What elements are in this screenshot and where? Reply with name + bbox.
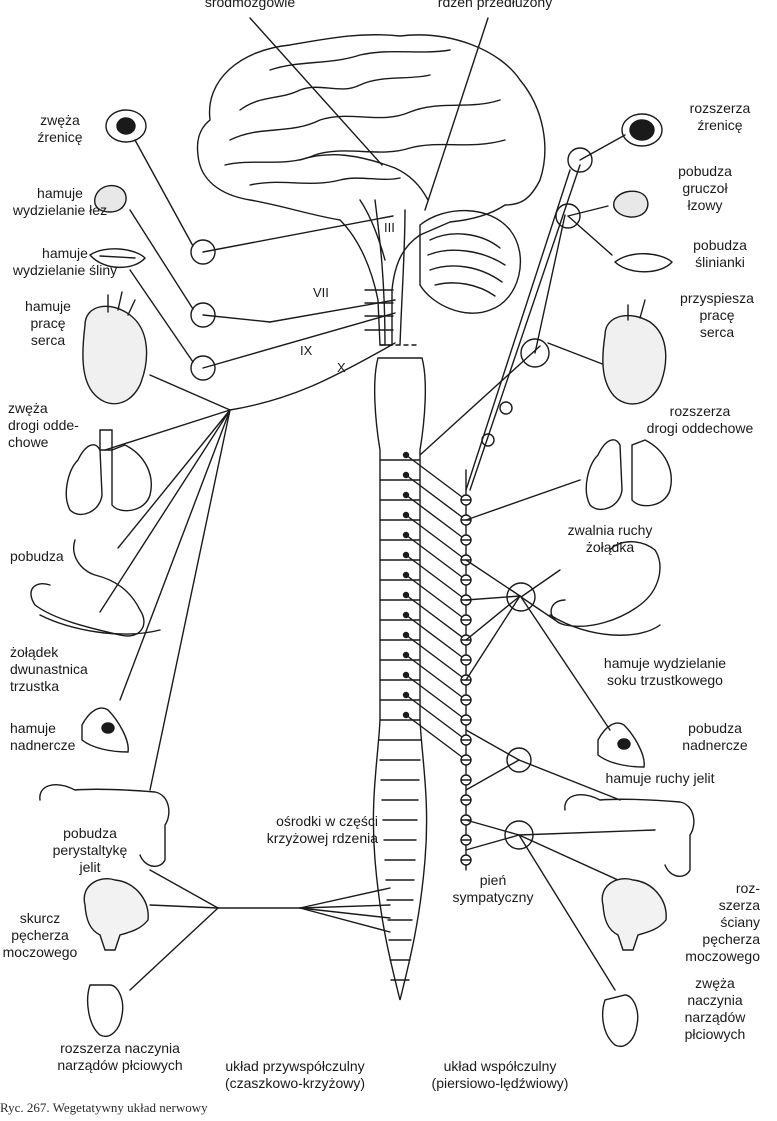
preganglionic-fiber: [405, 574, 467, 621]
genitals-right-organ: [602, 994, 639, 1047]
salivary-gland-left-organ: [88, 248, 146, 268]
preganglionic-fiber: [405, 674, 467, 721]
figure-caption: Ryc. 267. Wegetatywny układ nerwowy: [0, 1100, 208, 1115]
label-rdzen-przedluzony: rdzeń przedłużony: [437, 0, 553, 10]
bladder-left-organ: [83, 878, 149, 951]
stomach-right-organ: [549, 541, 661, 636]
lungs-right-organ: [585, 439, 672, 510]
label-srodmozgowie: śródmózgowie: [204, 0, 296, 10]
eye-left-organ: [105, 109, 147, 143]
spinal-cord: [372, 344, 428, 1001]
label-zwalnia-zoladek: zwalnia ruchy żołądka: [567, 522, 653, 555]
label-pobudza-zoladek: pobudza: [10, 548, 64, 564]
label-pobudza-nadnercze: pobudza nadnercze: [682, 720, 748, 753]
preganglionic-fiber: [405, 474, 467, 521]
preganglionic-fiber: [405, 594, 467, 641]
preganglionic-fiber: [405, 694, 467, 741]
salivary-gland-right-organ: [613, 253, 673, 273]
lacrimal-gland-right-organ: [613, 190, 649, 218]
preganglionic-fiber: [405, 614, 467, 661]
label-hamuje-nadnercze: hamuje nadnercze: [10, 720, 76, 753]
label-pobudza-slinianki: pobudza ślinianki: [693, 237, 747, 270]
label-uklad-wspolczulny: układ współczulny (piersiowo-lędźwiowy): [431, 1058, 569, 1091]
nerve-X-label: X: [337, 360, 346, 375]
intestines-left-organ: [39, 784, 170, 867]
label-rozszerza-zrenice: rozszerza źrenicę: [689, 100, 751, 133]
nerve-IX-label: IX: [300, 343, 313, 358]
label-zweza-drogi: zwęża drogi odde- chowe: [8, 400, 79, 450]
label-uklad-przywspolczulny: układ przywspółczulny (czaszkowo-krzyżow…: [224, 1058, 365, 1091]
label-zoladek-dwunastnica: żołądek dwunastnica trzustka: [10, 644, 88, 694]
label-zweza-naczynia: zwęża naczynia narządów płciowych: [684, 975, 746, 1042]
heart-left-organ: [82, 291, 148, 405]
label-hamuje-trzustke: hamuje wydzielanie soku trzustkowego: [603, 655, 727, 688]
label-pien-sympatyczny: pień sympatyczny: [452, 872, 534, 905]
label-osrodki-krzyzowe: ośrodki w części krzyżowej rdzenia: [266, 813, 378, 846]
nerve-VII-label: VII: [313, 285, 329, 300]
label-rozszerza-pecherz: roz- szerza ściany pęcherza moczowego: [685, 880, 760, 964]
adrenal-right-organ: [597, 722, 645, 768]
nerve-III-label: III: [384, 220, 395, 235]
label-hamuje-jelita: hamuje ruchy jelit: [605, 770, 715, 786]
eye-right-organ: [621, 113, 663, 147]
label-przyspiesza-serce: przyspiesza pracę serca: [680, 290, 754, 340]
bladder-right-organ: [601, 878, 667, 951]
preganglionic-fiber: [405, 554, 467, 601]
intestines-right-organ: [564, 794, 695, 877]
heart-right-organ: [602, 299, 667, 405]
preganglionic-fiber: [405, 634, 467, 681]
label-pobudza-gruczol: pobudza gruczoł łzowy: [678, 163, 732, 213]
brain-illustration: [196, 34, 546, 346]
lacrimal-gland-left-organ: [93, 184, 127, 213]
preganglionic-fiber: [405, 534, 467, 581]
adrenal-left-organ: [81, 707, 129, 753]
genitals-left-organ: [87, 984, 124, 1037]
preganglionic-fiber: [405, 654, 467, 701]
stomach-left-organ: [30, 539, 161, 637]
label-skurcz-pecherza: skurcz pęcherza moczowego: [2, 910, 78, 960]
label-pobudza-perystaltyke: pobudza perystaltykę jelit: [52, 825, 128, 875]
preganglionic-fiber: [405, 494, 467, 541]
label-rozszerza-naczynia: rozszerza naczynia narządów płciowych: [57, 1040, 183, 1073]
preganglionic-fiber: [405, 714, 467, 761]
preganglionic-fiber: [405, 514, 467, 561]
label-hamuje-lzy: hamuje wydzielanie łez: [12, 185, 108, 218]
preganglionic-fiber: [405, 454, 467, 501]
label-zweza-zrenice: zwęża źrenicę: [37, 112, 83, 145]
label-hamuje-sline: hamuje wydzielanie śliny: [12, 245, 118, 278]
label-hamuje-serce: hamuje pracę serca: [25, 298, 71, 348]
label-rozszerza-drogi: rozszerza drogi oddechowe: [646, 403, 754, 436]
lungs-left-organ: [65, 429, 152, 515]
